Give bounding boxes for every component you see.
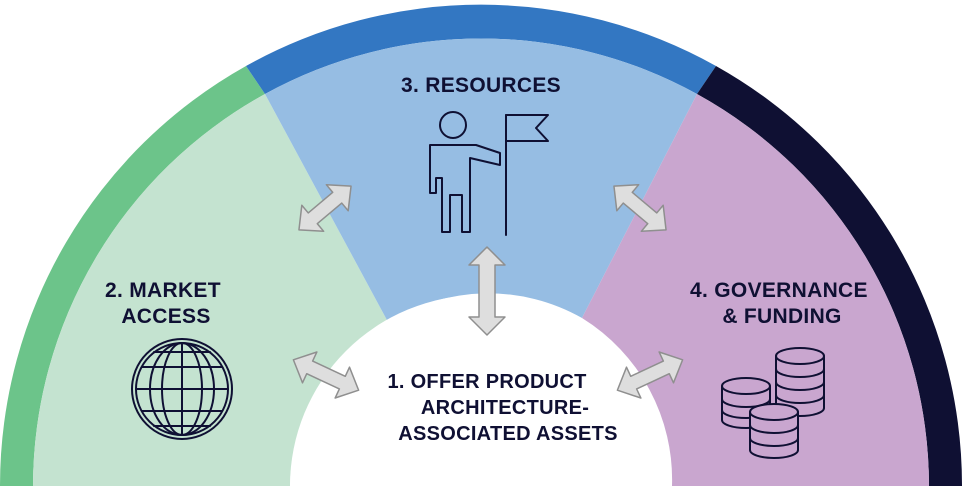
arrow-market-resources [298,183,352,233]
arrow-resources-center [468,246,506,336]
arrow-governance-center [616,351,684,399]
coin-stacks-icon [721,347,825,459]
governance-funding-label: 4. GOVERNANCE & FUNDING [690,279,874,328]
sectors [33,38,929,486]
arrow-resources-governance [613,183,667,233]
rim-market-access [0,66,265,486]
sector-market-access [33,94,388,486]
center-hub [290,295,672,486]
center-label: 1. OFFER PRODUCT ARCHITECTURE- ASSOCIATE… [387,371,617,445]
sector-resources [265,38,697,322]
sector-governance-funding [582,94,929,486]
arrow-market-center [292,351,360,399]
globe-icon [131,338,233,440]
arrows [292,183,684,399]
resources-label: 3. RESOURCES [401,74,561,97]
rim-governance-funding [697,66,962,486]
person-with-flag-icon [429,111,549,236]
market-access-label: 2. MARKET ACCESS [105,279,227,328]
outer-rim [0,4,962,486]
rim-resources [246,4,716,94]
